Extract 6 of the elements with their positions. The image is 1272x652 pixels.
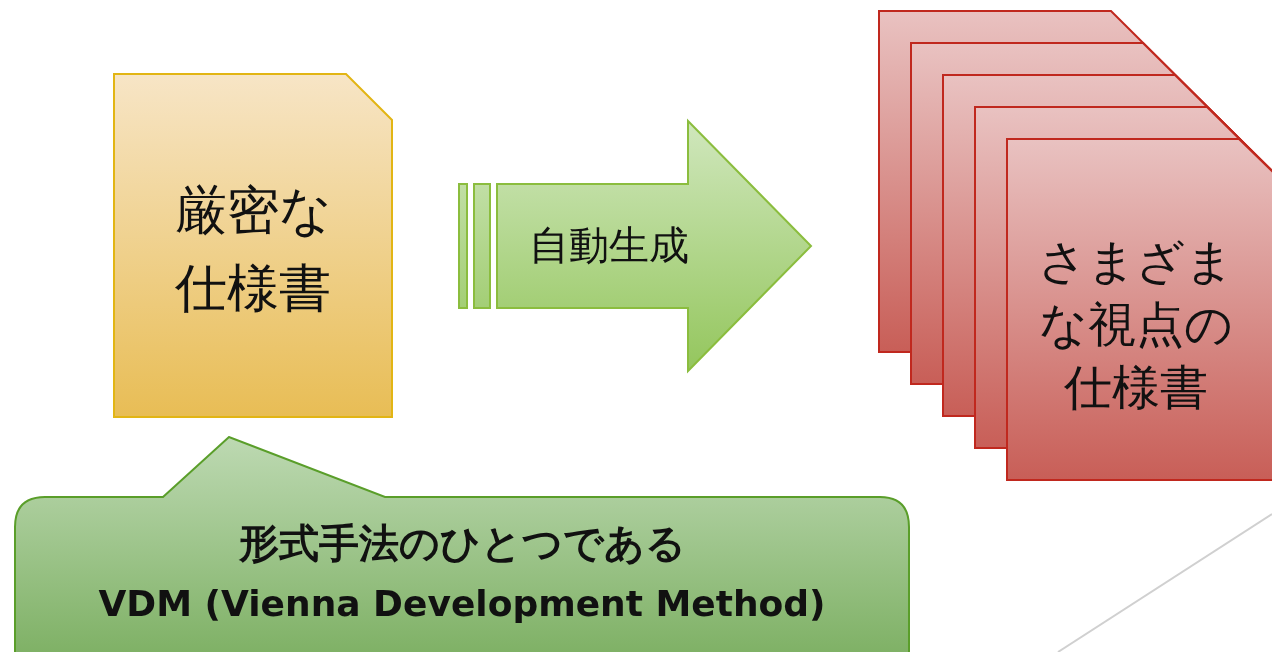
document-label: 厳密な仕様書 [173,179,333,320]
block-arrow [458,118,813,374]
document-label: さまざまな視点の仕様書 [1036,232,1235,417]
edge-label: 自動生成 [529,221,689,270]
callout-text: VDM (Vienna Development Method) [97,582,827,626]
callout-text: 形式手法のひとつである [237,519,687,568]
